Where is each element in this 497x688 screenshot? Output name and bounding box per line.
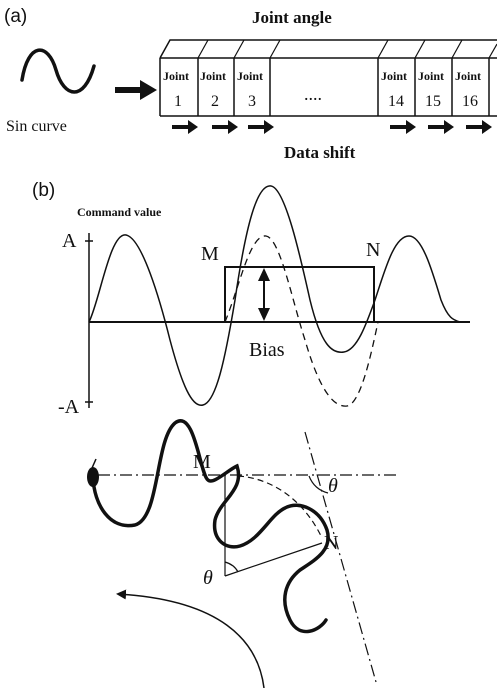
- command-value-label: Command value: [77, 205, 162, 219]
- joint-2-word: Joint: [200, 69, 226, 83]
- joint-1-number: 1: [174, 93, 182, 110]
- curved-direction-arrow-icon: [116, 589, 265, 688]
- shift-arrow-icon: [212, 120, 238, 134]
- joint-16-number: 16: [462, 93, 478, 110]
- robot-body: [91, 419, 330, 634]
- amplitude-a-label: A: [62, 230, 77, 252]
- amplitude-neg-a-label: -A: [58, 396, 80, 418]
- command-curve: [88, 185, 461, 406]
- data-shift-arrows: [172, 120, 492, 134]
- bias-label: Bias: [249, 339, 285, 361]
- robot-antenna: [91, 458, 97, 469]
- theta-arc-upper: [308, 475, 329, 494]
- shift-arrow-icon: [466, 120, 492, 134]
- joint-15-word: Joint: [418, 69, 444, 83]
- dashed-arc: [237, 475, 323, 539]
- bias-box: [224, 266, 375, 322]
- point-m-label: M: [201, 243, 219, 265]
- reference-curve: [224, 235, 379, 407]
- robot-m-label: M: [193, 451, 211, 473]
- joint-angle-title: Joint angle: [252, 8, 332, 27]
- joint-14-word: Joint: [381, 69, 407, 83]
- bias-arrow-icon: [258, 268, 270, 321]
- theta-lower-label: θ: [203, 567, 213, 589]
- joint-3-number: 3: [248, 93, 256, 110]
- shift-arrow-icon: [248, 120, 274, 134]
- shift-arrow-icon: [428, 120, 454, 134]
- input-arrow-icon: [115, 80, 157, 100]
- point-n-label: N: [366, 239, 380, 261]
- panel-b-label: (b): [32, 180, 55, 201]
- joint-2-number: 2: [211, 93, 219, 110]
- construction-line: [224, 542, 323, 577]
- joint-15-number: 15: [425, 93, 441, 110]
- shift-arrow-icon: [390, 120, 416, 134]
- sine-wave-icon: [20, 48, 96, 94]
- sin-curve-label: Sin curve: [6, 118, 67, 135]
- joint-1-word: Joint: [163, 69, 189, 83]
- data-shift-label: Data shift: [284, 143, 356, 162]
- panel-a-label: (a): [4, 6, 27, 27]
- shift-arrow-icon: [172, 120, 198, 134]
- joint-buffer: [159, 39, 497, 117]
- joint-16-word: Joint: [455, 69, 481, 83]
- robot-n-label: N: [324, 532, 338, 554]
- ellipsis: ....: [304, 84, 322, 104]
- robot-head: [87, 467, 99, 487]
- theta-upper-label: θ: [328, 475, 338, 497]
- joint-14-number: 14: [388, 93, 404, 110]
- theta-arc-lower: [224, 561, 239, 573]
- joint-3-word: Joint: [237, 69, 263, 83]
